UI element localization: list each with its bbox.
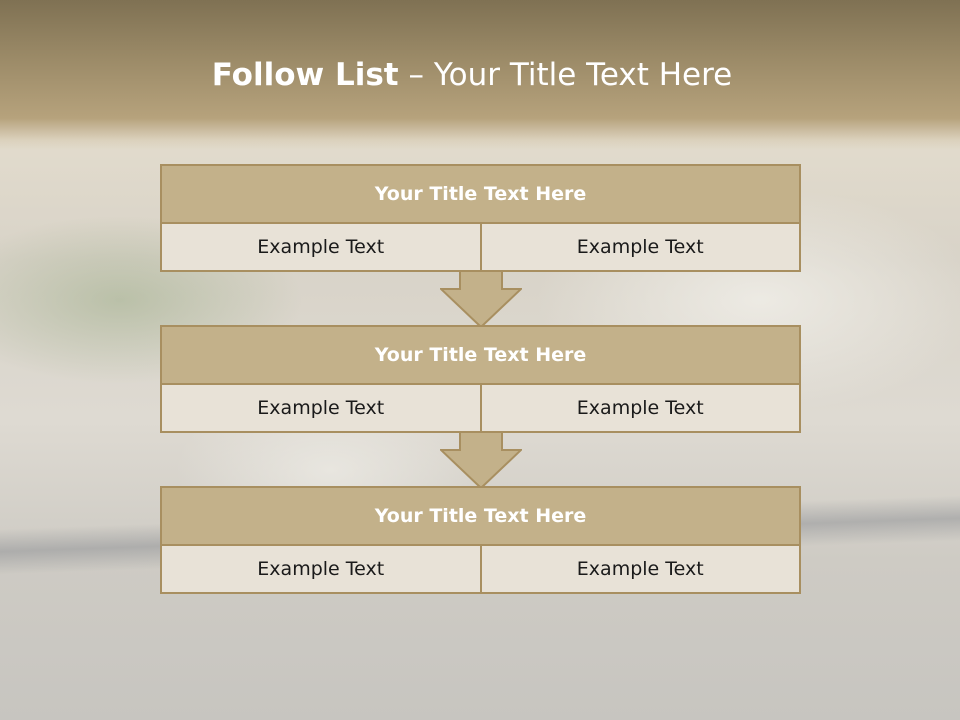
- step-box-1: Your Title Text Here Example Text Exampl…: [160, 164, 801, 272]
- step-row: Example Text Example Text: [162, 224, 799, 270]
- slide-title: Follow List – Your Title Text Here: [0, 52, 944, 98]
- step-cell-left: Example Text: [257, 397, 385, 419]
- step-row: Example Text Example Text: [162, 385, 799, 431]
- step-title: Your Title Text Here: [162, 327, 799, 385]
- step-cell-left: Example Text: [257, 236, 385, 258]
- step-cell-right: Example Text: [479, 224, 800, 270]
- down-arrow-icon: [440, 431, 522, 489]
- title-band: [0, 0, 960, 150]
- step-box-2: Your Title Text Here Example Text Exampl…: [160, 325, 801, 433]
- step-title: Your Title Text Here: [162, 488, 799, 546]
- step-cell-right: Example Text: [479, 385, 800, 431]
- step-row: Example Text Example Text: [162, 546, 799, 592]
- step-cell-left: Example Text: [257, 558, 385, 580]
- step-title: Your Title Text Here: [162, 166, 799, 224]
- down-arrow-icon: [440, 270, 522, 328]
- step-box-3: Your Title Text Here Example Text Exampl…: [160, 486, 801, 594]
- slide-title-bold: Follow List: [211, 57, 399, 93]
- slide-title-rest: – Your Title Text Here: [408, 57, 733, 93]
- step-cell-right: Example Text: [479, 546, 800, 592]
